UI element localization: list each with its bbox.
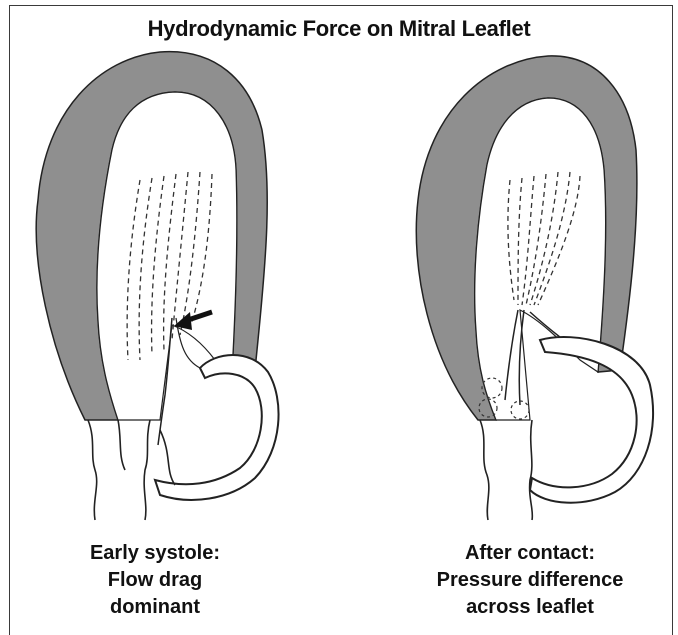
caption-line: Early systole: [40, 540, 270, 567]
caption-after-contact: After contact: Pressure difference acros… [400, 540, 660, 621]
left-atrium [155, 355, 279, 500]
caption-line: After contact: [400, 540, 660, 567]
left-heart-illustration [36, 52, 278, 520]
caption-line: Flow drag [40, 567, 270, 594]
right-cavity [475, 98, 606, 420]
right-outflow [480, 420, 532, 520]
caption-line: across leaflet [400, 594, 660, 621]
diagram-artwork [0, 0, 678, 540]
caption-line: Pressure difference [400, 567, 660, 594]
caption-line: dominant [40, 594, 270, 621]
left-outflow [88, 420, 175, 520]
caption-early-systole: Early systole: Flow drag dominant [40, 540, 270, 621]
right-heart-illustration [416, 56, 653, 520]
